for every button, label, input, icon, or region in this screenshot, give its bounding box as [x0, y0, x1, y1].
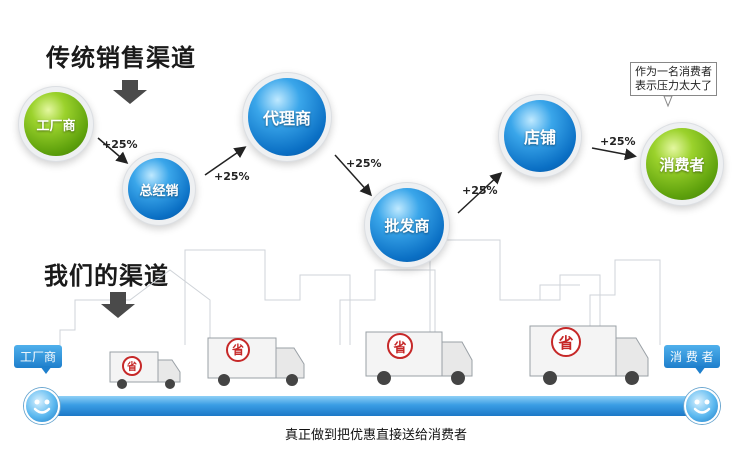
consumer-note: 作为一名消费者 表示压力太大了 — [630, 62, 717, 96]
traditional-channel-title: 传统销售渠道 — [46, 44, 196, 72]
markup-1: +25% — [102, 138, 138, 151]
truck-2-mark: 省 — [231, 343, 244, 357]
node-factory: 工厂商 — [24, 92, 88, 156]
node-wholesaler: 批发商 — [370, 188, 444, 262]
truck-3 — [365, 331, 473, 385]
connector-agent-wholesaler — [334, 154, 373, 197]
smiley-face-icon — [693, 399, 711, 414]
truck-4 — [529, 325, 649, 385]
note-pointer — [663, 95, 673, 108]
start-label: 工厂商 — [14, 345, 63, 368]
markup-5: +25% — [600, 135, 636, 148]
consumer-note-line-1: 作为一名消费者 — [635, 65, 712, 78]
truck-1-mark: 省 — [127, 362, 137, 373]
our-down-arrow — [101, 292, 135, 318]
truck-3-mark: 省 — [393, 341, 407, 356]
connector-distributor-agent — [204, 146, 247, 176]
truck-1 — [109, 351, 181, 389]
markup-4: +25% — [462, 184, 498, 197]
smiley-end-icon — [684, 388, 720, 424]
node-agent: 代理商 — [248, 78, 326, 156]
truck-4-mark: 省 — [558, 334, 574, 352]
consumer-note-line-2: 表示压力太大了 — [635, 79, 712, 92]
direct-channel-caption: 真正做到把优惠直接送给消费者 — [284, 428, 467, 443]
connector-store-consumer — [591, 147, 637, 161]
node-distributor: 总经销 — [128, 158, 190, 220]
start-label-pointer — [40, 366, 52, 374]
markup-2: +25% — [214, 170, 250, 183]
direct-channel-pipe — [34, 396, 714, 416]
end-label-pointer — [694, 366, 706, 374]
connector-factory-distributor — [97, 137, 129, 164]
end-label: 消 费 者 — [664, 345, 720, 368]
truck-2 — [207, 337, 305, 386]
smiley-face-icon — [33, 399, 51, 414]
connector-wholesaler-store — [457, 171, 503, 214]
node-consumer: 消费者 — [646, 128, 718, 200]
traditional-down-arrow — [113, 80, 147, 104]
smiley-start-icon — [24, 388, 60, 424]
node-store: 店铺 — [504, 100, 576, 172]
city-skyline — [59, 239, 661, 345]
our-channel-title: 我们的渠道 — [44, 262, 169, 290]
markup-3: +25% — [346, 157, 382, 170]
